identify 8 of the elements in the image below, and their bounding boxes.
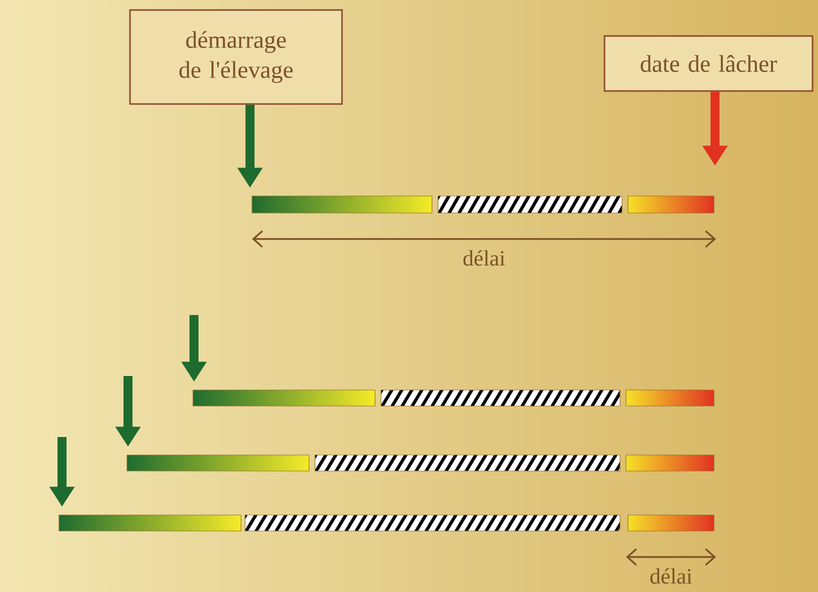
dimension-label: délai	[650, 568, 692, 584]
timeline-bar	[252, 196, 714, 214]
label-box: démarrage de l'élevage	[129, 9, 343, 105]
timeline-bar	[58, 514, 714, 532]
dimension-label: délai	[463, 250, 505, 266]
timeline-bar	[192, 390, 714, 406]
timeline-bar	[126, 454, 714, 472]
label-box: date de lâcher	[604, 35, 814, 92]
